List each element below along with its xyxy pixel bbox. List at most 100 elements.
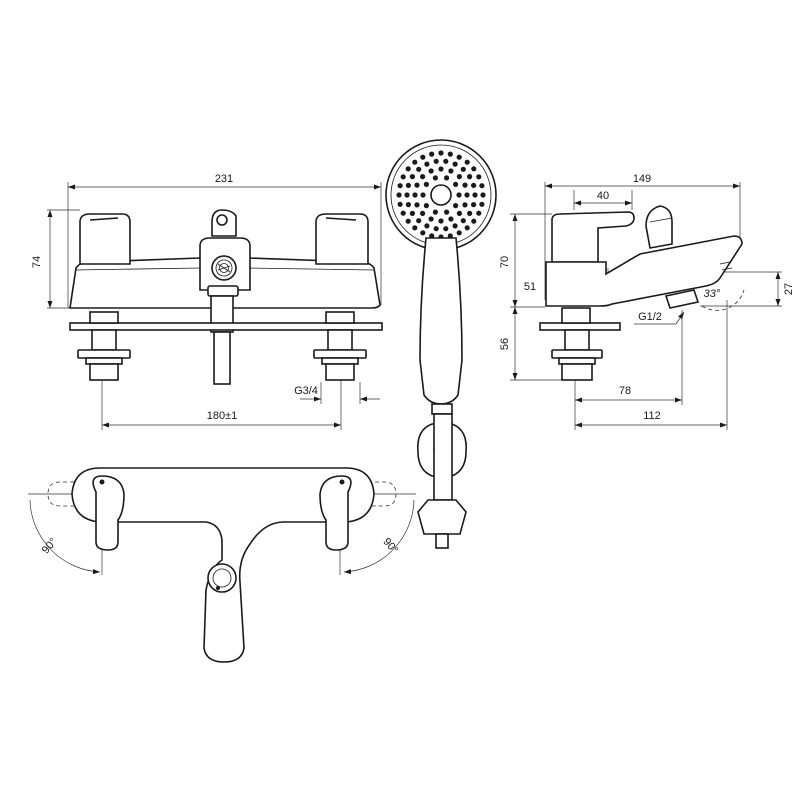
dim-label-56: 56 <box>499 338 511 350</box>
nozzle-dot <box>471 182 477 188</box>
rotation-label-left: 90° <box>40 536 60 556</box>
hand-shower <box>385 139 497 549</box>
nozzle-dot <box>438 150 444 156</box>
nozzle-dot <box>432 175 438 181</box>
nozzle-dot <box>471 202 477 208</box>
nozzle-dot <box>396 192 402 198</box>
left-handle <box>79 213 131 265</box>
nozzle-dot <box>479 201 485 207</box>
dim-label-g34: G3/4 <box>294 385 318 397</box>
nozzle-dot <box>456 230 462 236</box>
nozzle-dot <box>404 192 410 198</box>
nozzle-dot <box>400 174 406 180</box>
nozzle-dot <box>412 159 418 165</box>
nozzle-dot <box>424 161 430 167</box>
nozzle-dot <box>423 203 429 209</box>
nozzle-dot <box>456 154 462 160</box>
nozzle-dot <box>400 210 406 216</box>
right-handle <box>315 213 369 265</box>
nozzle-dot <box>460 218 466 224</box>
nozzle-dot <box>409 174 415 180</box>
nozzle-dot <box>443 226 449 232</box>
front-view: 231 74 180±1 G3/4 <box>31 173 383 430</box>
nozzle-dot <box>444 175 450 181</box>
nozzle-dot <box>460 166 466 172</box>
nozzle-dot <box>429 233 435 239</box>
nozzle-dot <box>416 166 422 172</box>
nozzle-dot <box>433 226 439 232</box>
spout-tail <box>213 331 231 385</box>
dim-label-180: 180±1 <box>207 410 238 422</box>
top-left-handle <box>92 475 125 551</box>
dim-label-231: 231 <box>215 173 233 185</box>
top-diverter-knob <box>207 563 237 593</box>
side-view: 149 40 70 51 56 27 33° G1/2 78 112 <box>499 173 795 430</box>
dim-label-27: 27 <box>783 283 795 295</box>
nozzle-dot <box>464 159 470 165</box>
nozzle-dot <box>447 151 453 157</box>
nozzle-dot <box>462 182 468 188</box>
nozzle-dot <box>405 182 411 188</box>
nozzle-dot <box>444 209 450 215</box>
shower-nozzles <box>396 150 486 240</box>
nozzle-dot <box>456 192 462 198</box>
nozzle-dot <box>420 174 426 180</box>
dim-label-g12: G1/2 <box>638 311 662 323</box>
nozzle-dot <box>452 161 458 167</box>
nozzle-dot <box>447 233 453 239</box>
dim-label-74: 74 <box>31 256 43 268</box>
top-right-handle <box>319 475 352 551</box>
dim-label-70: 70 <box>499 256 511 268</box>
nozzle-dot <box>397 201 403 207</box>
nozzle-dot <box>409 210 415 216</box>
nozzle-dot <box>433 158 439 164</box>
nozzle-dot <box>464 192 470 198</box>
nozzle-dot <box>432 209 438 215</box>
nozzle-dot <box>420 192 426 198</box>
nozzle-dot <box>472 192 478 198</box>
nozzle-dot <box>405 202 411 208</box>
nozzle-dot <box>397 183 403 189</box>
dim-label-149: 149 <box>633 173 651 185</box>
dim-label-40: 40 <box>597 190 609 202</box>
nozzle-dot <box>420 210 426 216</box>
nozzle-dot <box>480 192 486 198</box>
nozzle-dot <box>424 223 430 229</box>
shower-handle <box>419 237 463 405</box>
side-body <box>545 235 743 307</box>
nozzle-dot <box>448 168 454 174</box>
nozzle-dot <box>476 174 482 180</box>
dim-label-112: 112 <box>643 410 661 422</box>
nozzle-dot <box>471 166 477 172</box>
nozzle-dot <box>462 202 468 208</box>
shower-center <box>430 184 452 206</box>
nozzle-dot <box>405 218 411 224</box>
side-lever <box>551 211 635 263</box>
side-diverter <box>645 205 673 249</box>
nozzle-dot <box>429 151 435 157</box>
nozzle-dot <box>467 210 473 216</box>
dim-label-78: 78 <box>619 385 631 397</box>
nozzle-dot <box>471 218 477 224</box>
hose-cone <box>417 499 467 535</box>
nozzle-dot <box>428 216 434 222</box>
nozzle-dot <box>453 203 459 209</box>
deck-plate <box>69 322 383 331</box>
rotation-label-right: 90° <box>380 536 400 556</box>
nozzle-dot <box>412 192 418 198</box>
nozzle-dot <box>467 174 473 180</box>
top-view: 90° 90° <box>28 467 416 663</box>
shower-connector <box>664 289 700 309</box>
nozzle-dot <box>464 225 470 231</box>
nozzle-dot <box>414 202 420 208</box>
nozzle-dot <box>453 181 459 187</box>
nozzle-dot <box>438 218 444 224</box>
nozzle-dot <box>423 181 429 187</box>
dim-label-51: 51 <box>524 281 536 293</box>
nozzle-dot <box>452 223 458 229</box>
nozzle-dot <box>476 210 482 216</box>
nozzle-dot <box>443 158 449 164</box>
nozzle-dot <box>412 225 418 231</box>
